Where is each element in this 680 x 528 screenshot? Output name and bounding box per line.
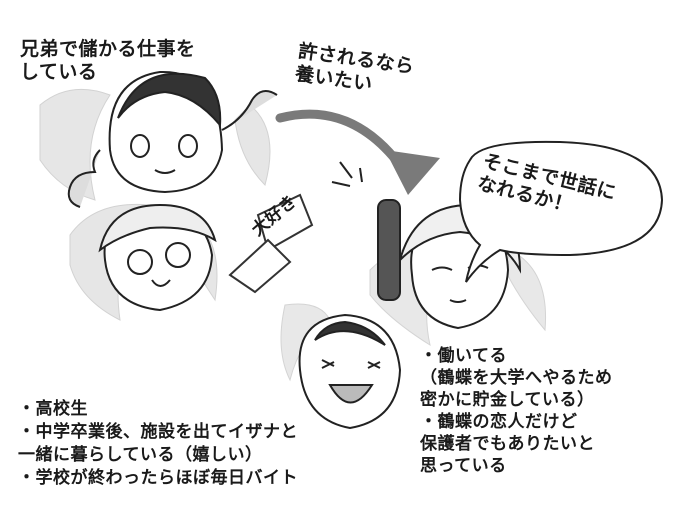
top-left-caption: 兄弟で儲かる仕事を している <box>20 38 196 84</box>
right-notes: ・働いてる （鶴蝶を大学へやるため 密かに貯金している） ・鶴蝶の恋人だけど 保… <box>420 345 613 478</box>
character-laughing <box>300 315 400 428</box>
impact-burst <box>332 162 362 186</box>
bottom-left-notes: ・高校生 ・中学卒業後、施設を出てイザナと 一緒に暮らしている（嬉しい） ・学校… <box>18 398 298 490</box>
arrow-top-curved <box>280 114 440 195</box>
